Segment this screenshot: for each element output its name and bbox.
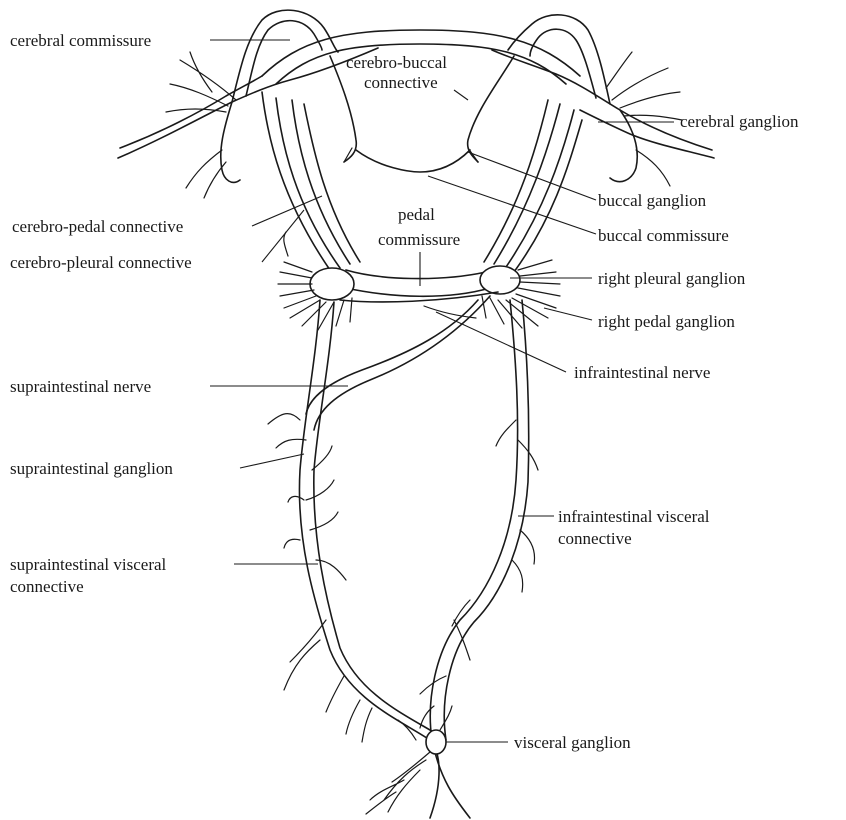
infraintestinal-nerve-line [424, 306, 476, 318]
right-pleural-ganglion [480, 266, 520, 294]
label-infraintestinal-visceral-connective: infraintestinal visceral [558, 507, 710, 526]
nervous-system-drawing [118, 10, 714, 818]
label-infraintestinal-visceral-connective-line2: connective [558, 529, 632, 548]
leader-right-pedal [544, 308, 592, 320]
label-pedal-commissure-line2: commissure [378, 230, 460, 249]
left-cerebro-pedal-connective [262, 92, 340, 270]
label-supraintestinal-ganglion: supraintestinal ganglion [10, 459, 173, 478]
label-buccal-commissure: buccal commissure [598, 226, 729, 245]
leader-cerebro-buccal [454, 90, 468, 100]
leader-supraintestinal-ganglion [240, 454, 304, 468]
label-cerebro-buccal-connective: cerebro-buccal [346, 53, 447, 72]
left-cerebro-pleural-connective [292, 100, 360, 264]
buccal-commissure-nerve [356, 150, 470, 172]
right-cerebro-pleural-connective [504, 110, 582, 272]
pedal-commissure-nerve [346, 270, 490, 296]
label-supraintestinal-visceral-connective-line2: connective [10, 577, 84, 596]
left-pleural-ganglion [310, 268, 354, 300]
label-supraintestinal-nerve: supraintestinal nerve [10, 377, 151, 396]
right-cerebral-ganglion [492, 50, 714, 158]
leader-lines [210, 40, 674, 742]
label-cerebral-commissure: cerebral commissure [10, 31, 151, 50]
leader-cerebro-pleural [262, 210, 304, 262]
leader-buccal-commissure [428, 176, 596, 234]
label-buccal-ganglion: buccal ganglion [598, 191, 707, 210]
label-cerebro-buccal-connective-line2: connective [364, 73, 438, 92]
label-cerebro-pleural-connective: cerebro-pleural connective [10, 253, 192, 272]
left-cerebral-ganglion [118, 48, 378, 158]
label-right-pleural-ganglion: right pleural ganglion [598, 269, 746, 288]
label-cerebral-ganglion: cerebral ganglion [680, 112, 799, 131]
supraintestinal-visceral-connective-line [299, 300, 440, 818]
label-right-pedal-ganglion: right pedal ganglion [598, 312, 735, 331]
label-pedal-commissure: pedal [398, 205, 435, 224]
label-supraintestinal-visceral-connective: supraintestinal visceral [10, 555, 167, 574]
label-cerebro-pedal-connective: cerebro-pedal connective [12, 217, 183, 236]
visceral-ganglion-body [426, 730, 446, 754]
leader-infraintestinal-nerve [436, 312, 566, 372]
label-infraintestinal-nerve: infraintestinal nerve [574, 363, 710, 382]
label-visceral-ganglion: visceral ganglion [514, 733, 631, 752]
